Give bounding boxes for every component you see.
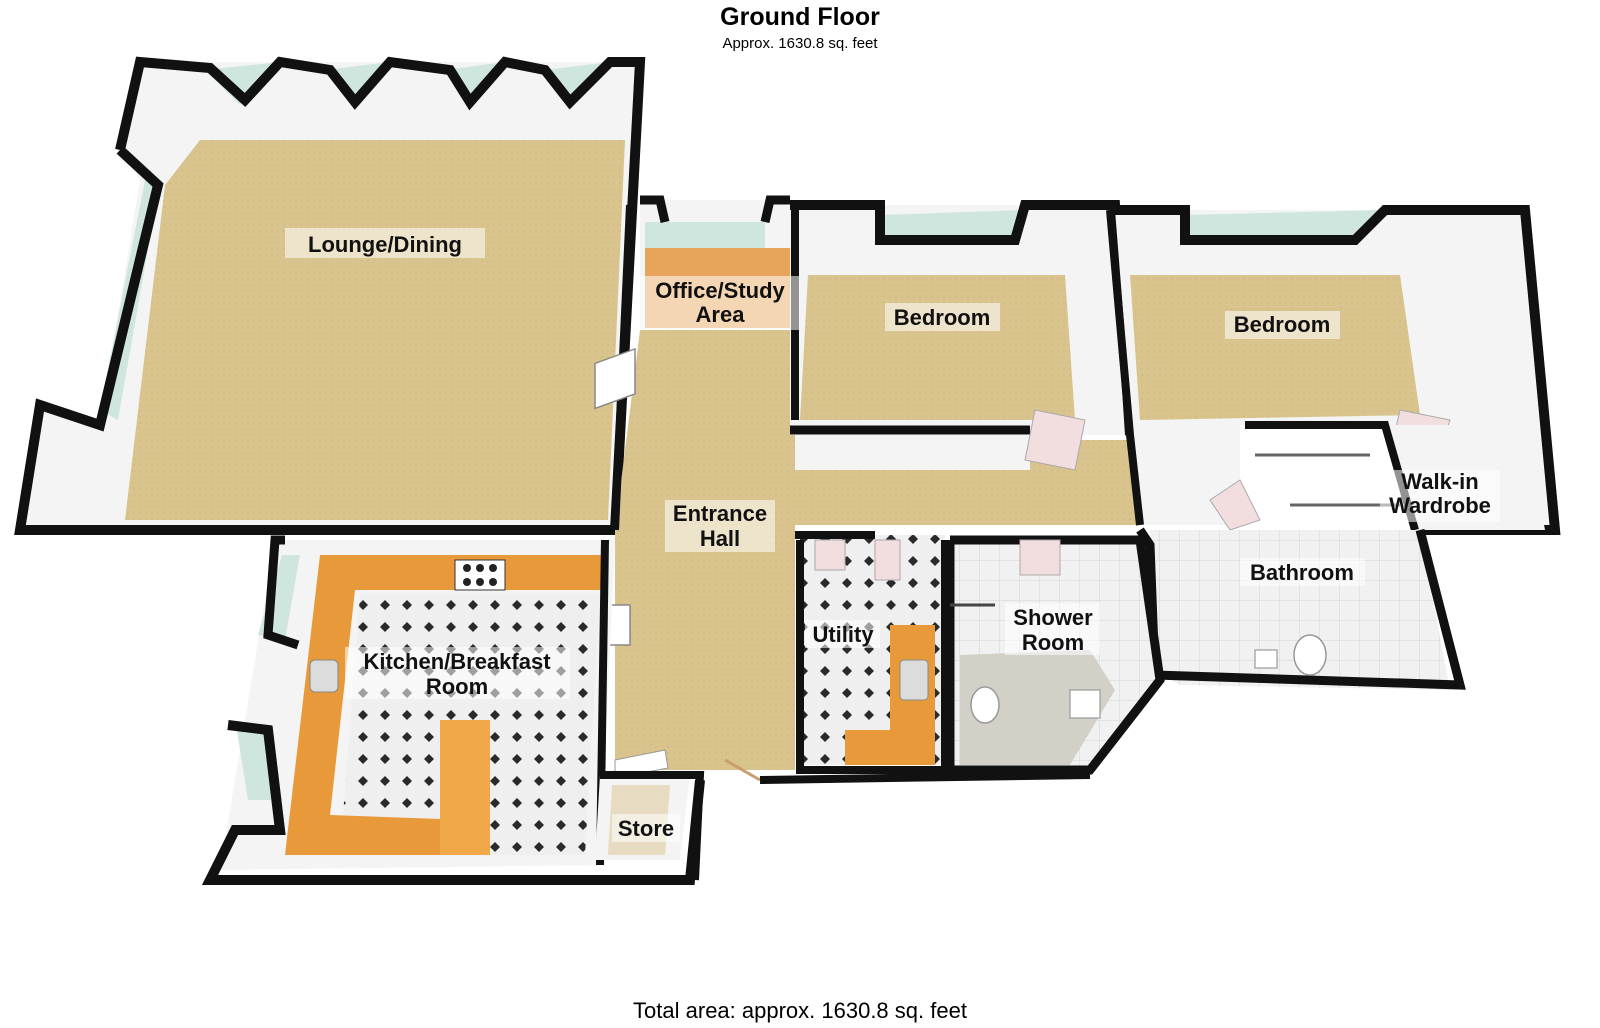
lounge-dining-room [14, 56, 646, 535]
label-store: Store [618, 816, 674, 841]
label-entrance-line1: Entrance [673, 501, 767, 526]
label-bedroom-2: Bedroom [1234, 312, 1331, 337]
label-bathroom: Bathroom [1250, 560, 1354, 585]
label-shower-line2: Room [1022, 630, 1084, 655]
label-kitchen-line2: Room [426, 674, 488, 699]
label-shower-line1: Shower [1013, 605, 1093, 630]
label-walkin-line2: Wardrobe [1389, 493, 1491, 518]
bathroom [1136, 527, 1466, 690]
total-area: Total area: approx. 1630.8 sq. feet [633, 998, 967, 1023]
label-kitchen-line1: Kitchen/Breakfast [363, 649, 551, 674]
utility-room [795, 531, 949, 774]
floor-area: Approx. 1630.8 sq. feet [722, 35, 878, 52]
label-office-line2: Area [696, 302, 746, 327]
label-office-line1: Office/Study [655, 278, 785, 303]
floor-title: Ground Floor [720, 3, 880, 31]
label-utility: Utility [812, 622, 874, 647]
room-labels: Lounge/Dining Office/Study Area Bedroom … [285, 228, 1500, 842]
label-lounge-dining: Lounge/Dining [308, 232, 462, 257]
label-bedroom-1: Bedroom [894, 305, 991, 330]
label-walkin-line1: Walk-in [1401, 469, 1478, 494]
bedroom-1 [790, 200, 1135, 471]
label-entrance-line2: Hall [700, 526, 740, 551]
